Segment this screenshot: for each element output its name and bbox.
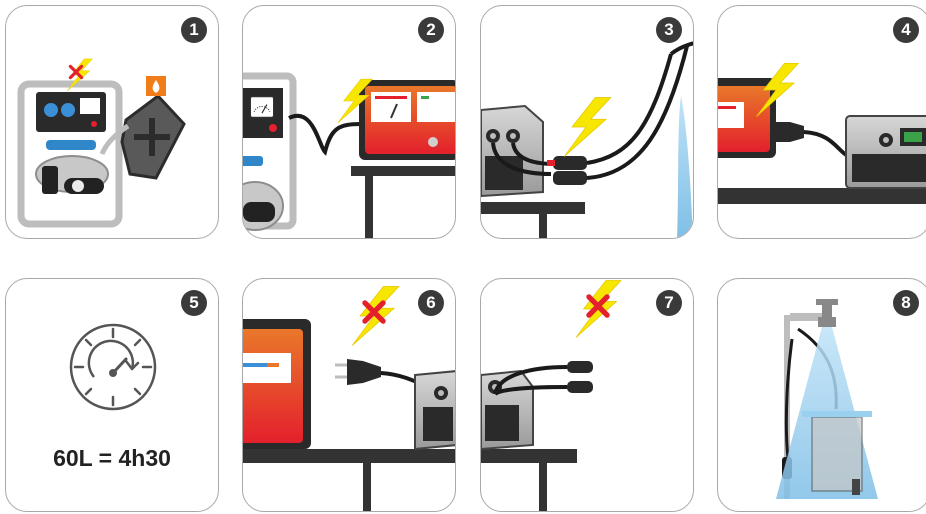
flame-icon	[146, 76, 166, 96]
step-number-badge: 2	[418, 17, 444, 43]
step-number-badge: 7	[656, 290, 682, 316]
step-number-badge: 5	[181, 290, 207, 316]
step-panel-6: 6	[242, 278, 456, 512]
step-panel-7: 7	[480, 278, 694, 512]
step-panel-4: 4	[717, 5, 926, 239]
step-panel-3: 3	[480, 5, 694, 239]
step-panel-5: 5 60L = 4h30	[5, 278, 219, 512]
duration-caption: 60L = 4h30	[6, 445, 218, 472]
fuel-can-icon	[102, 96, 184, 178]
step-number-badge: 8	[893, 290, 919, 316]
step-panel-1: 1	[5, 5, 219, 239]
power-on-illustration	[718, 6, 926, 239]
faucet-icon	[718, 279, 926, 512]
plug-icon	[335, 359, 381, 385]
power-switch-icon	[900, 128, 926, 146]
step-number-badge: 3	[656, 17, 682, 43]
step-panel-2: 2	[242, 5, 456, 239]
step-number-badge: 4	[893, 17, 919, 43]
step-number-badge: 6	[418, 290, 444, 316]
step-number-badge: 1	[181, 17, 207, 43]
step-panel-8: 8	[717, 278, 926, 512]
